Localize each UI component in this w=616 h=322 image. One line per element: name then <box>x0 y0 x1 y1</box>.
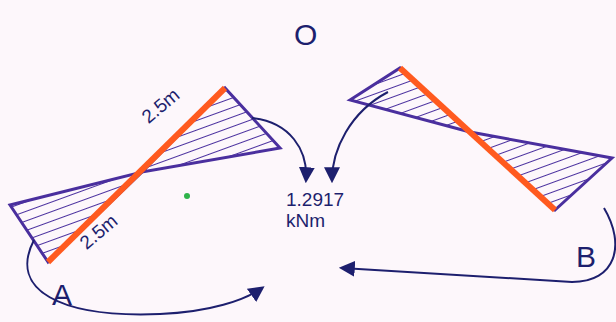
support-label: B <box>576 240 596 273</box>
dimension-label: 1.2917 kNm <box>286 190 366 232</box>
section-mark: O <box>294 18 317 51</box>
right-moment-diagram <box>350 68 612 210</box>
dot <box>184 193 190 199</box>
dimension-label: 2.5m <box>138 85 184 128</box>
support-label: A <box>52 278 72 311</box>
leader-arrows <box>27 92 615 314</box>
